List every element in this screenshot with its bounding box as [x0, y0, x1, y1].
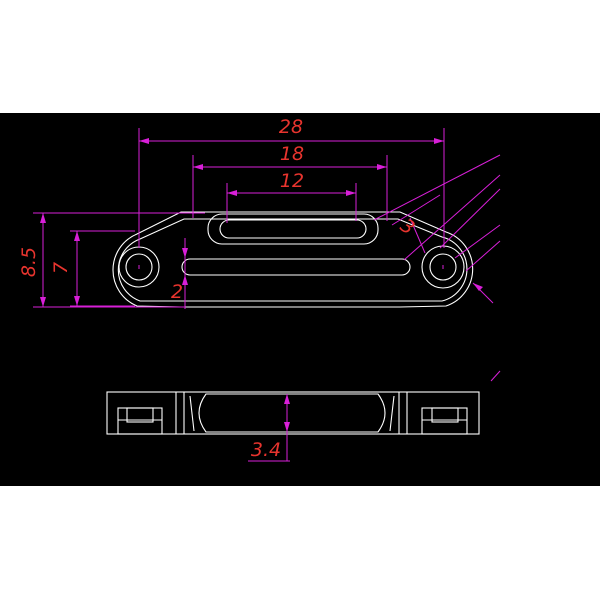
upper-slot — [207, 213, 379, 245]
dim-body-height: 7 — [50, 262, 72, 274]
dim-thickness: 3.4 — [251, 439, 281, 461]
left-counterbore — [117, 407, 163, 435]
right-hole-outer — [421, 245, 465, 289]
right-counterbore — [421, 407, 468, 435]
dim-angle: 3 — [396, 215, 419, 240]
side-slot — [198, 393, 386, 433]
dim-inner-slot-length: 12 — [280, 170, 304, 192]
right-hole-inner — [429, 253, 457, 281]
left-hole-inner — [125, 253, 153, 281]
side-view-dimensions: 3.4 — [248, 394, 290, 462]
plate-outline — [112, 211, 474, 308]
side-view — [106, 391, 480, 435]
dim-slot-width: 2 — [171, 281, 183, 303]
top-view-dimensions: 28 18 12 8.5 — [18, 116, 501, 382]
dim-overall-height: 8.5 — [18, 247, 40, 277]
top-view — [112, 211, 474, 308]
lower-slot — [181, 258, 411, 276]
dim-outer-slot-length: 18 — [280, 143, 304, 165]
side-body — [106, 391, 480, 435]
dim-overall-length: 28 — [279, 116, 303, 138]
cad-drawing: 28 18 12 8.5 — [18, 116, 501, 462]
upper-slot-inner — [219, 219, 367, 239]
cad-drawing-viewport: 28 18 12 8.5 — [0, 113, 600, 486]
